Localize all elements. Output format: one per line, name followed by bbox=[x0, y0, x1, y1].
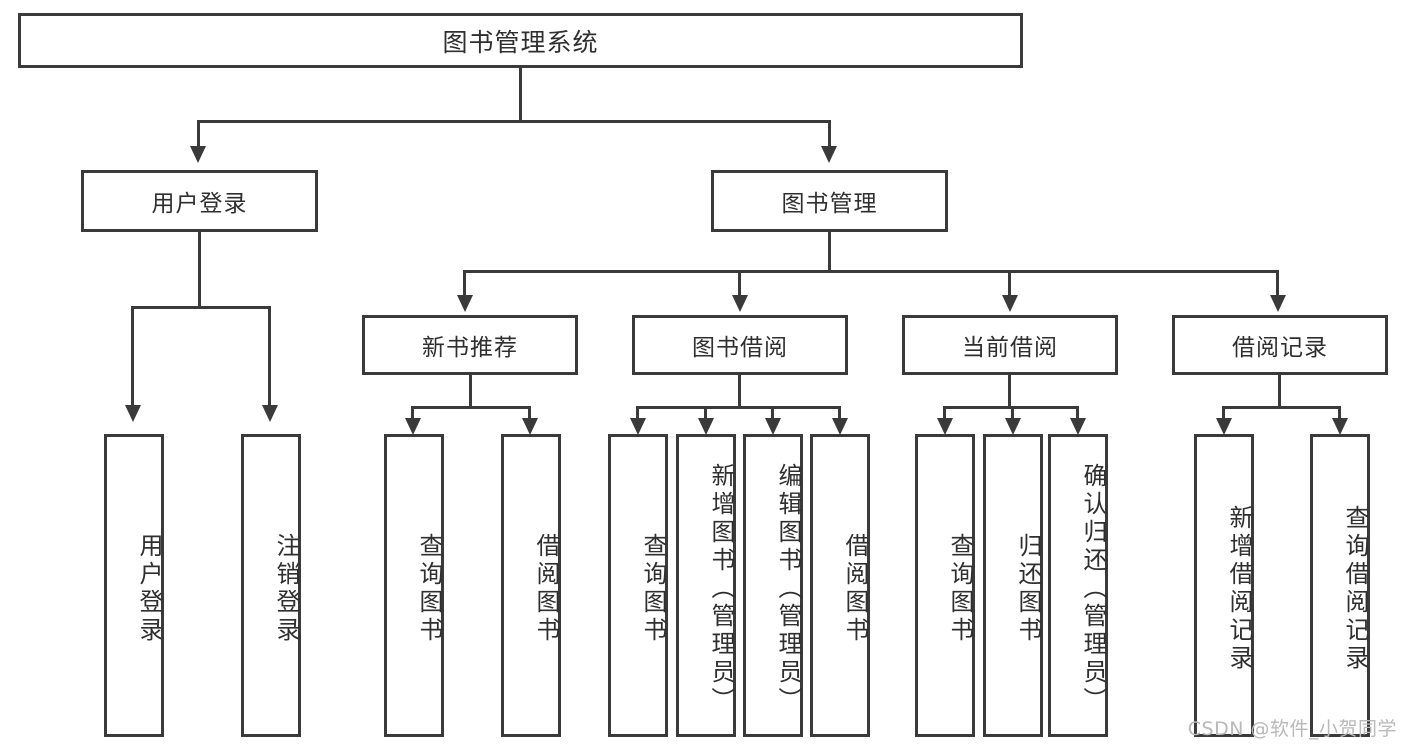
node-label: 新增图书（管理员） bbox=[707, 462, 735, 715]
arrow-to-borrow-record bbox=[1270, 295, 1286, 312]
node-label: 注销登录 bbox=[272, 532, 300, 645]
node-label: 用户登录 bbox=[151, 191, 248, 217]
connector-br-drop-2 bbox=[1338, 406, 1341, 418]
leaf-query-book-2[interactable]: 查询图书 bbox=[608, 434, 668, 737]
connector-br-stem bbox=[1278, 375, 1281, 406]
node-book-borrow[interactable]: 图书借阅 bbox=[632, 315, 848, 375]
connector-root-left-drop bbox=[197, 120, 200, 146]
leaf-borrow-book-1[interactable]: 借阅图书 bbox=[501, 434, 561, 737]
node-label: 当前借阅 bbox=[962, 335, 1058, 361]
leaf-logout-login[interactable]: 注销登录 bbox=[241, 434, 301, 737]
connector-user-login-stem bbox=[198, 232, 201, 306]
arrow-to-leaf-logout-login bbox=[262, 405, 278, 422]
connector-book-management-bar bbox=[463, 270, 1279, 273]
arrow-to-leaf-confirm-return bbox=[1070, 418, 1086, 435]
connector-bb-stem bbox=[738, 375, 741, 406]
connector-nbr-bar bbox=[411, 406, 531, 409]
connector-cb-drop-1 bbox=[943, 406, 946, 418]
leaf-borrow-book-2[interactable]: 借阅图书 bbox=[810, 434, 870, 737]
connector-bm-drop-2 bbox=[738, 270, 741, 295]
node-label: 图书借阅 bbox=[692, 335, 788, 361]
arrow-to-leaf-edit-book bbox=[765, 418, 781, 435]
connector-br-bar bbox=[1222, 406, 1341, 409]
leaf-user-login[interactable]: 用户登录 bbox=[104, 434, 164, 737]
csdn-watermark: CSDN @软件_小贺同学 bbox=[1187, 718, 1397, 740]
node-label: 图书管理 bbox=[781, 191, 878, 217]
node-label: 编辑图书（管理员） bbox=[774, 462, 802, 715]
leaf-edit-book[interactable]: 编辑图书（管理员） bbox=[743, 434, 803, 737]
node-label: 查询借阅记录 bbox=[1341, 504, 1369, 673]
connector-user-login-bar bbox=[131, 306, 270, 309]
connector-root-stem bbox=[519, 68, 522, 120]
arrow-to-leaf-borrow-book-1 bbox=[522, 418, 538, 435]
node-label: 新书推荐 bbox=[422, 335, 518, 361]
connector-nbr-stem bbox=[469, 375, 472, 406]
node-label: 新增借阅记录 bbox=[1225, 504, 1253, 673]
connector-br-drop-1 bbox=[1222, 406, 1225, 418]
connector-bm-drop-4 bbox=[1276, 270, 1279, 295]
node-borrow-record[interactable]: 借阅记录 bbox=[1172, 315, 1388, 375]
node-label: 查询图书 bbox=[639, 532, 667, 645]
arrow-to-current-borrow bbox=[1002, 295, 1018, 312]
connector-root-right-drop bbox=[828, 120, 831, 146]
arrow-to-new-book-recommend bbox=[457, 295, 473, 312]
node-book-management[interactable]: 图书管理 bbox=[711, 170, 948, 232]
leaf-query-book-3[interactable]: 查询图书 bbox=[915, 434, 975, 737]
connector-nbr-drop-2 bbox=[528, 406, 531, 418]
connector-bm-drop-3 bbox=[1008, 270, 1011, 295]
node-label: 用户登录 bbox=[135, 532, 163, 645]
arrow-to-leaf-return-book bbox=[1005, 418, 1021, 435]
node-label: 确认归还（管理员） bbox=[1079, 462, 1107, 715]
connector-root-bar bbox=[197, 120, 831, 123]
leaf-confirm-return[interactable]: 确认归还（管理员） bbox=[1048, 434, 1108, 737]
connector-bm-drop-1 bbox=[463, 270, 466, 295]
connector-nbr-drop-1 bbox=[411, 406, 414, 418]
node-label: 查询图书 bbox=[946, 532, 974, 645]
node-root-system[interactable]: 图书管理系统 bbox=[18, 13, 1023, 68]
connector-book-management-stem bbox=[828, 232, 831, 270]
leaf-return-book[interactable]: 归还图书 bbox=[983, 434, 1043, 737]
arrow-to-user-login bbox=[190, 146, 206, 163]
connector-cb-bar bbox=[943, 406, 1078, 409]
connector-user-login-drop-2 bbox=[268, 306, 271, 405]
arrow-to-leaf-borrow-book-2 bbox=[832, 418, 848, 435]
arrow-to-leaf-query-book-1 bbox=[405, 418, 421, 435]
node-new-book-recommend[interactable]: 新书推荐 bbox=[362, 315, 578, 375]
connector-cb-drop-2 bbox=[1011, 406, 1014, 418]
arrow-to-book-borrow bbox=[732, 295, 748, 312]
node-label: 查询图书 bbox=[415, 532, 443, 645]
node-label: 归还图书 bbox=[1014, 532, 1042, 645]
node-label: 图书管理系统 bbox=[442, 27, 599, 57]
connector-user-login-drop-1 bbox=[131, 306, 134, 405]
leaf-add-book[interactable]: 新增图书（管理员） bbox=[676, 434, 736, 737]
node-label: 借阅图书 bbox=[532, 532, 560, 645]
node-label: 借阅图书 bbox=[841, 532, 869, 645]
arrow-to-leaf-query-book-3 bbox=[937, 418, 953, 435]
arrow-to-leaf-query-record bbox=[1332, 418, 1348, 435]
connector-bb-bar bbox=[636, 406, 840, 409]
arrow-to-book-management bbox=[821, 146, 837, 163]
arrow-to-leaf-query-book-2 bbox=[630, 418, 646, 435]
arrow-to-leaf-add-book bbox=[698, 418, 714, 435]
leaf-query-record[interactable]: 查询借阅记录 bbox=[1310, 434, 1370, 737]
node-user-login[interactable]: 用户登录 bbox=[81, 170, 318, 232]
connector-cb-stem bbox=[1008, 375, 1011, 406]
leaf-query-book-1[interactable]: 查询图书 bbox=[384, 434, 444, 737]
connector-bb-drop-1 bbox=[636, 406, 639, 418]
node-label: 借阅记录 bbox=[1232, 335, 1328, 361]
connector-bb-drop-2 bbox=[704, 406, 707, 418]
arrow-to-leaf-add-record bbox=[1216, 418, 1232, 435]
node-current-borrow[interactable]: 当前借阅 bbox=[902, 315, 1118, 375]
arrow-to-leaf-user-login bbox=[125, 405, 141, 422]
connector-cb-drop-3 bbox=[1076, 406, 1079, 418]
leaf-add-record[interactable]: 新增借阅记录 bbox=[1194, 434, 1254, 737]
connector-bb-drop-3 bbox=[771, 406, 774, 418]
connector-bb-drop-4 bbox=[838, 406, 841, 418]
